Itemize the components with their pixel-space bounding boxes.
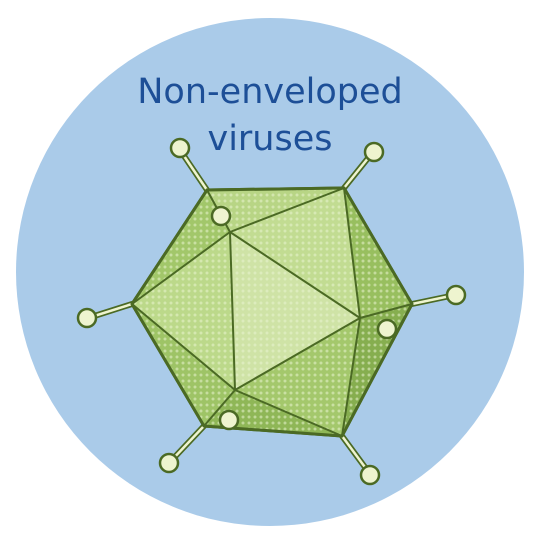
fiber-spike-icon <box>363 141 385 163</box>
capsid-edges <box>131 187 413 437</box>
title-line-1: Non-enveloped <box>137 72 402 112</box>
capsid-texture <box>132 188 412 436</box>
fiber-spike-icon <box>359 464 381 486</box>
capsid-icon <box>130 186 414 438</box>
fiber-spike-icon <box>76 307 98 329</box>
fiber-spike-icon <box>376 318 398 340</box>
spike-knobs <box>76 137 467 486</box>
fiber-spike-icon <box>210 205 232 227</box>
fiber-spike-icon <box>218 409 240 431</box>
fiber-spike-icon <box>169 137 191 159</box>
title-line-2: viruses <box>207 119 332 159</box>
fiber-spike-icon <box>158 452 180 474</box>
fiber-spike-icon <box>445 284 467 306</box>
